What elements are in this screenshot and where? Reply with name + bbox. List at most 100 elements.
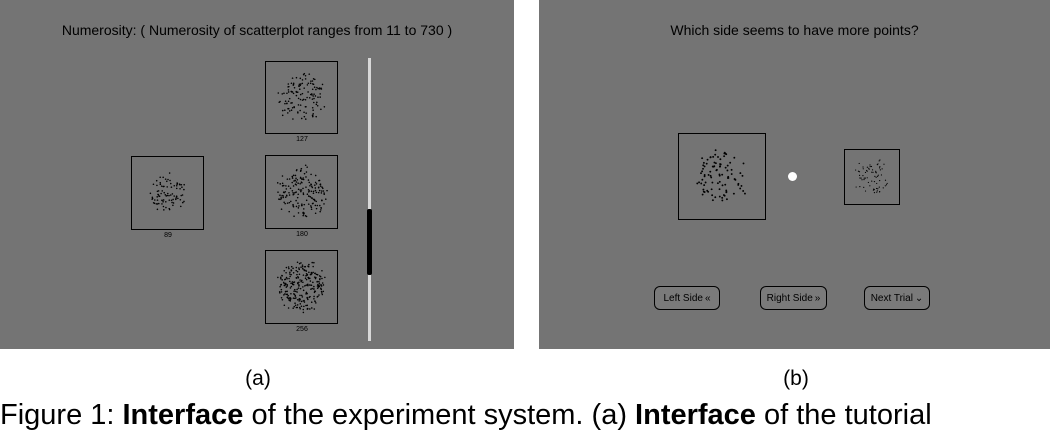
- scatter-point: [862, 168, 864, 170]
- scatter-point: [871, 169, 874, 171]
- scatter-point: [855, 169, 857, 171]
- scatter-point: [706, 158, 709, 161]
- scatter-point: [302, 177, 304, 179]
- scatter-point: [864, 171, 867, 174]
- scatter-point: [287, 266, 290, 268]
- scatter-point: [183, 183, 185, 186]
- scatter-point: [302, 286, 304, 288]
- scatter-point: [301, 265, 304, 268]
- scatter-point: [302, 187, 304, 190]
- next-trial-button[interactable]: Next Trial ⌄: [864, 286, 930, 310]
- scatter-point: [877, 163, 879, 165]
- scatter-point: [302, 274, 305, 276]
- scatter-point: [183, 188, 185, 191]
- scatter-point: [296, 261, 299, 264]
- scatter-point: [296, 304, 299, 306]
- scatter-point: [173, 195, 175, 197]
- scatter-point: [292, 267, 294, 270]
- scatter-point: [702, 164, 705, 167]
- scatter-point: [703, 175, 706, 178]
- scatter-point: [308, 284, 311, 286]
- scatter-point: [315, 115, 317, 118]
- scatter-point: [281, 109, 284, 112]
- scatter-point: [285, 286, 288, 288]
- scatter-point: [322, 284, 325, 286]
- figure-caption-tail: of the tutorial: [755, 399, 932, 431]
- scatter-point: [281, 182, 284, 185]
- scatter-point: [304, 215, 307, 217]
- scatter-point: [153, 202, 156, 205]
- scatterplot-180: [265, 155, 338, 229]
- scatter-point: [321, 277, 323, 280]
- scatter-point: [152, 183, 155, 186]
- scatter-point: [310, 205, 312, 207]
- scatter-point: [183, 200, 185, 203]
- scatter-point: [885, 184, 888, 186]
- scatter-point: [719, 158, 722, 161]
- scatter-point: [304, 98, 307, 101]
- scatter-point: [308, 73, 311, 75]
- scatter-point: [313, 86, 316, 88]
- scatter-point: [875, 187, 878, 190]
- scatter-point: [301, 264, 304, 266]
- scatter-point: [163, 191, 166, 194]
- scatter-point: [285, 194, 288, 197]
- scatter-point: [879, 169, 881, 171]
- scatter-point: [320, 108, 322, 111]
- right-side-button[interactable]: Right Side »: [760, 286, 827, 310]
- fixation-dot: [788, 172, 797, 181]
- scatter-point: [291, 282, 294, 285]
- scatter-point: [726, 164, 729, 167]
- scatter-point: [281, 114, 284, 117]
- scatter-point: [279, 198, 281, 201]
- scatter-point: [308, 271, 310, 274]
- scatter-point: [299, 98, 302, 101]
- scatter-point: [873, 180, 876, 183]
- scatter-point: [301, 296, 304, 298]
- scatter-point: [313, 298, 315, 300]
- scatter-point: [292, 281, 295, 284]
- scatter-point: [301, 267, 304, 270]
- scatter-point: [297, 97, 300, 100]
- scatter-point: [875, 176, 877, 178]
- scatter-point: [169, 182, 172, 185]
- scatter-point: [283, 294, 285, 296]
- scatter-point: [172, 198, 174, 201]
- scatter-point: [292, 283, 295, 286]
- scatter-point: [308, 263, 310, 266]
- scatter-point: [303, 265, 306, 268]
- scatter-point: [314, 212, 317, 215]
- scatter-point: [714, 196, 717, 199]
- scatter-point: [289, 297, 292, 299]
- scatter-point: [297, 112, 299, 114]
- scatter-point: [279, 183, 281, 185]
- scatter-point: [293, 86, 296, 89]
- scatter-point: [162, 176, 164, 179]
- scatter-point: [701, 170, 704, 173]
- scatter-point: [286, 285, 289, 287]
- scatter-point: [175, 198, 177, 201]
- numerosity-slider-track[interactable]: [368, 58, 371, 341]
- scatter-point: [284, 282, 287, 285]
- scatter-point: [298, 306, 301, 309]
- scatter-point: [310, 208, 313, 211]
- scatter-point: [312, 265, 314, 268]
- scatter-point: [168, 199, 171, 201]
- numerosity-slider-thumb[interactable]: [367, 209, 372, 275]
- scatter-point: [723, 155, 726, 158]
- scatter-point: [162, 199, 165, 201]
- left-side-button[interactable]: Left Side «: [654, 286, 720, 310]
- scatter-point: [320, 285, 323, 287]
- scatter-point: [316, 281, 318, 283]
- scatter-point: [288, 277, 290, 280]
- scatter-point: [298, 298, 301, 300]
- scatter-point: [306, 193, 309, 195]
- scatter-point: [287, 307, 290, 309]
- scatter-point: [862, 175, 864, 177]
- scatter-point: [317, 295, 319, 298]
- scatter-point: [283, 282, 285, 285]
- scatter-point: [308, 296, 311, 299]
- scatter-point: [286, 102, 288, 105]
- scatter-point: [299, 109, 301, 112]
- scatter-point: [292, 293, 295, 295]
